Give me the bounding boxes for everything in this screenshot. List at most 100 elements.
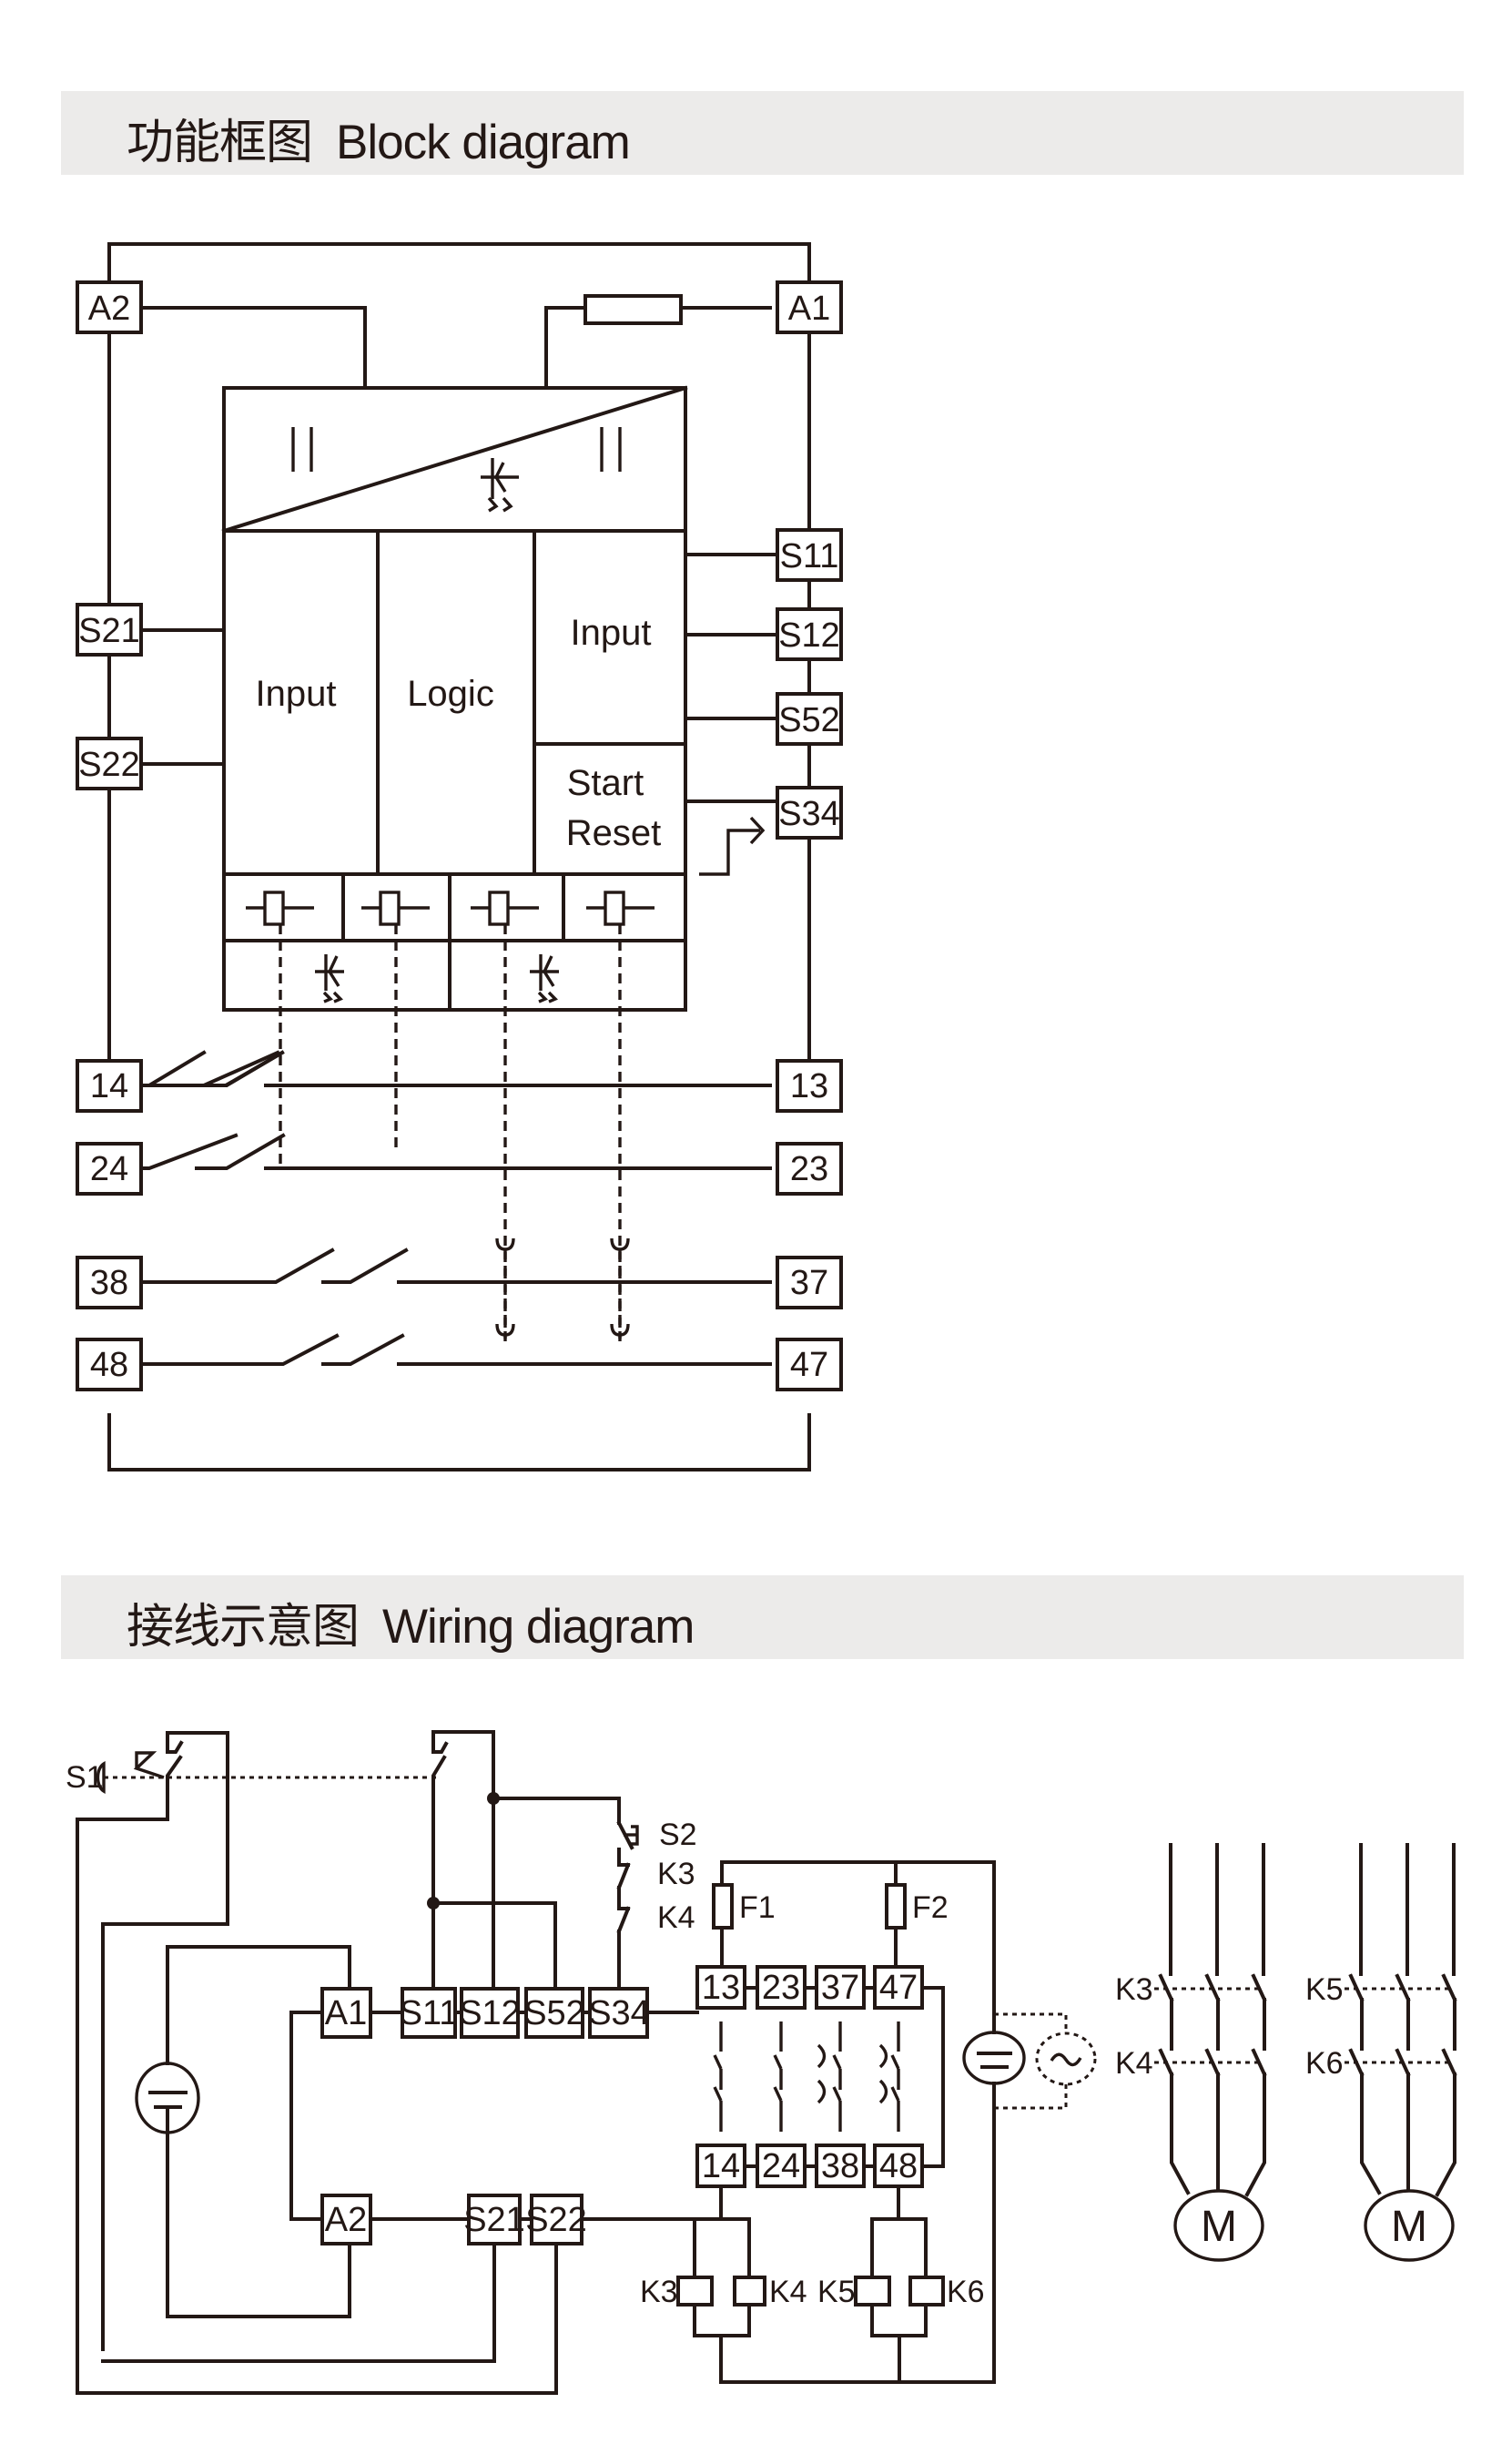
motor-2-icon xyxy=(1364,2189,1455,2262)
block-input-right: Input xyxy=(571,613,652,653)
terminal-S11[interactable]: S11 xyxy=(776,528,843,582)
wiring-terminal-S12[interactable]: S12 xyxy=(459,1987,521,2039)
terminal-38[interactable]: 38 xyxy=(76,1256,143,1309)
svg-text:S34: S34 xyxy=(588,1994,650,2032)
wiring-terminal-38[interactable]: 38 xyxy=(815,2144,866,2188)
wiring-terminal-S22[interactable]: S22 xyxy=(525,2194,587,2245)
k4-contact xyxy=(616,1906,631,1934)
terminal-24[interactable]: 24 xyxy=(76,1142,143,1196)
fuse-f1-icon xyxy=(712,1883,734,1930)
power-supply-icon xyxy=(291,427,622,472)
wiring-diagram-title-zh: 接线示意图 xyxy=(127,1600,360,1655)
motor-circuit-2: K5 K6 M xyxy=(1305,1843,1457,2262)
svg-text:38: 38 xyxy=(90,1264,128,1302)
k3-contact xyxy=(616,1862,631,1890)
s11-wire xyxy=(431,1755,447,1991)
block-contacts xyxy=(139,1050,772,1366)
svg-text:37: 37 xyxy=(790,1264,828,1302)
label-motor-k6: K6 xyxy=(1305,2046,1344,2081)
label-motor-k5: K5 xyxy=(1305,1972,1344,2007)
wiring-terminal-S21[interactable]: S21 xyxy=(463,2194,525,2245)
wiring-terminal-S52[interactable]: S52 xyxy=(523,1987,585,2039)
label-f2: F2 xyxy=(912,1890,949,1925)
motor-1-icon xyxy=(1173,2189,1264,2262)
svg-text:S52: S52 xyxy=(523,1994,585,2032)
wiring-terminal-14[interactable]: 14 xyxy=(695,2144,746,2188)
wiring-terminal-23[interactable]: 23 xyxy=(756,1965,807,2010)
terminal-47[interactable]: 47 xyxy=(776,1338,843,1391)
motor-1-label: M xyxy=(1201,2203,1237,2251)
terminal-S34[interactable]: S34 xyxy=(776,786,843,840)
s1-contact-a xyxy=(166,1740,184,1754)
coil-group-k5-k6: K5 K6 xyxy=(817,2217,985,2337)
svg-text:S11: S11 xyxy=(400,1994,459,2032)
terminal-S12[interactable]: S12 xyxy=(776,607,843,661)
label-k3: K3 xyxy=(657,1857,695,1891)
bottom-rail-wire xyxy=(107,1413,811,1471)
svg-text:S34: S34 xyxy=(778,795,840,833)
terminal-A1[interactable]: A1 xyxy=(776,280,843,334)
s12-wire xyxy=(431,1730,495,2014)
wiring-terminal-24[interactable]: 24 xyxy=(756,2144,807,2188)
s21-return-wire xyxy=(101,2242,496,2363)
block-start: Start xyxy=(567,763,644,803)
wiring-top-terminals: A1 S11 S12 S52 S34 13 23 37 47 xyxy=(320,1965,924,2039)
ac-link-bottom xyxy=(994,2084,1068,2110)
label-k4: K4 xyxy=(657,1900,695,1935)
fuse-f2-icon xyxy=(885,1883,907,1930)
fuse-icon xyxy=(583,294,683,325)
wiring-terminal-47[interactable]: 47 xyxy=(873,1965,924,2010)
label-coil-k3: K3 xyxy=(640,2275,678,2309)
wiring-terminal-A1[interactable]: A1 xyxy=(320,1987,372,2039)
svg-text:14: 14 xyxy=(702,2147,740,2185)
svg-text:A1: A1 xyxy=(788,290,830,328)
coil-k5-icon xyxy=(854,2276,891,2307)
svg-text:A2: A2 xyxy=(88,290,130,328)
s2-feed-wire xyxy=(492,1797,621,1825)
s1-channel2-wire xyxy=(101,1731,229,2351)
svg-text:S22: S22 xyxy=(78,746,140,784)
ac-wave-icon xyxy=(1050,2052,1082,2067)
label-motor-k4: K4 xyxy=(1115,2046,1153,2081)
svg-text:47: 47 xyxy=(879,1969,918,2007)
a1-supply-wire xyxy=(166,1945,351,2065)
wiring-terminal-13[interactable]: 13 xyxy=(695,1965,746,2010)
terminal-S22[interactable]: S22 xyxy=(76,737,143,790)
wiring-terminal-A2[interactable]: A2 xyxy=(320,2194,372,2245)
s1-channel1-wire xyxy=(76,1755,183,2395)
svg-text:S12: S12 xyxy=(778,616,840,655)
svg-text:23: 23 xyxy=(762,1969,800,2007)
top-rail-wire xyxy=(107,242,811,310)
a2-supply-wire xyxy=(139,306,367,390)
k3-contact-top xyxy=(617,1848,630,1867)
wiring-terminal-48[interactable]: 48 xyxy=(873,2144,924,2188)
coil-k4-icon xyxy=(733,2276,766,2307)
block-input-left: Input xyxy=(256,674,337,714)
terminal-S21[interactable]: S21 xyxy=(76,603,143,657)
block-reset: Reset xyxy=(566,813,662,853)
svg-text:48: 48 xyxy=(90,1346,128,1384)
wiring-terminal-S11[interactable]: S11 xyxy=(400,1987,459,2039)
label-s2: S2 xyxy=(659,1818,697,1852)
terminal-23[interactable]: 23 xyxy=(776,1142,843,1196)
wiring-terminal-37[interactable]: 37 xyxy=(815,1965,866,2010)
svg-text:S21: S21 xyxy=(463,2201,525,2239)
a1-supply-wire xyxy=(544,306,772,390)
svg-text:A2: A2 xyxy=(325,2201,367,2239)
terminal-14[interactable]: 14 xyxy=(76,1059,143,1113)
terminal-37[interactable]: 37 xyxy=(776,1256,843,1309)
wiring-terminal-S34[interactable]: S34 xyxy=(588,1987,650,2039)
block-diagram: Input Logic Input Start Reset xyxy=(107,242,811,1471)
contact-row-14-13 xyxy=(139,1050,285,1087)
svg-text:23: 23 xyxy=(790,1150,828,1188)
terminal-A2[interactable]: A2 xyxy=(76,280,143,334)
terminal-13[interactable]: 13 xyxy=(776,1059,843,1113)
svg-text:13: 13 xyxy=(702,1969,740,2007)
terminal-48[interactable]: 48 xyxy=(76,1338,143,1391)
safety-transistor-icon xyxy=(315,954,559,1003)
terminal-S52[interactable]: S52 xyxy=(776,692,843,746)
coil-k6-icon xyxy=(908,2276,945,2307)
s2-button-icon xyxy=(631,1825,639,1846)
motor-circuit-1: K3 K4 M xyxy=(1115,1843,1267,2262)
